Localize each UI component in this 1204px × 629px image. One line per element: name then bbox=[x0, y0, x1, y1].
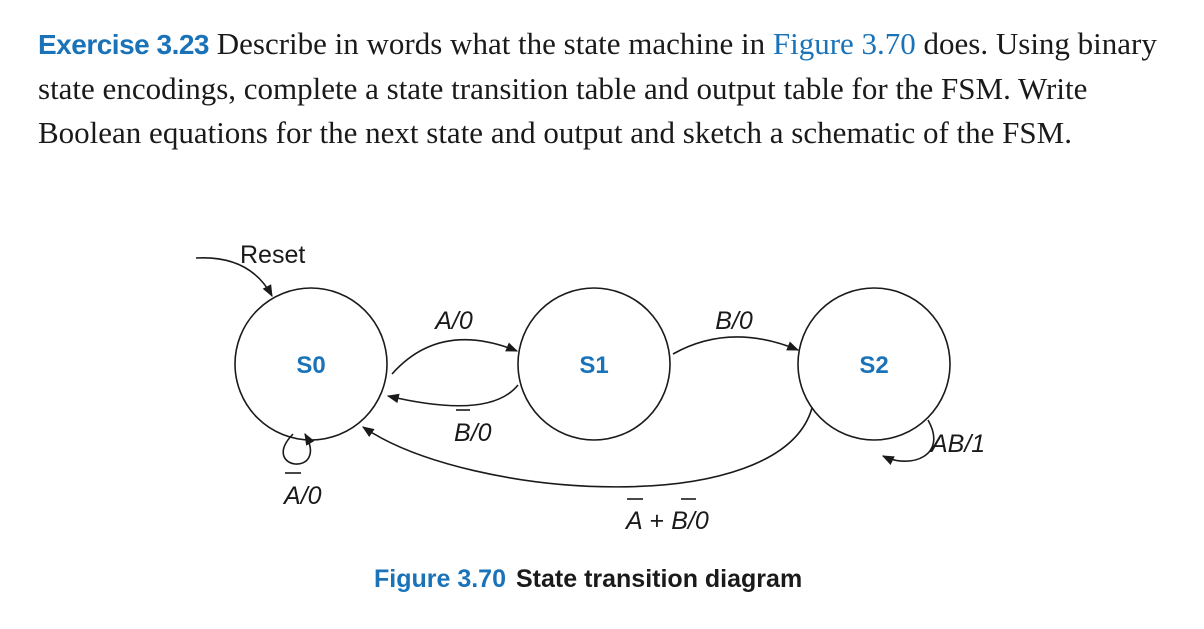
transition-s1-to-s2-label: B/0 bbox=[715, 307, 753, 335]
output-zero: /0 bbox=[469, 419, 492, 447]
exercise-text-part2: does. Using binary state encodings, comp… bbox=[38, 26, 1157, 150]
state-s1-label: S1 bbox=[579, 352, 608, 379]
not-a-variable: A bbox=[624, 507, 643, 535]
transition-s0-to-s1 bbox=[391, 338, 519, 375]
transition-s2-to-s0 bbox=[362, 407, 813, 488]
figure-caption-number: Figure 3.70 bbox=[374, 565, 506, 593]
transition-s1-to-s0-label: B/0 bbox=[454, 419, 492, 447]
transition-s0-to-s1-label: A/0 bbox=[433, 307, 473, 335]
transition-s2-self-loop bbox=[881, 419, 935, 466]
figure-caption: Figure 3.70 State transition diagram bbox=[374, 565, 802, 593]
transition-s0-self-label: A/0 bbox=[282, 482, 322, 510]
not-a-variable: A bbox=[282, 482, 301, 510]
state-s2-circle bbox=[797, 287, 951, 441]
transition-s1-to-s2 bbox=[672, 336, 800, 355]
reset-label: Reset bbox=[240, 241, 305, 269]
transition-s2-to-s0-label: A + B/0 bbox=[624, 507, 709, 535]
not-b-variable: B bbox=[454, 419, 471, 447]
plus-sign: + bbox=[643, 507, 672, 535]
exercise-paragraph: Exercise 3.23 Describe in words what the… bbox=[38, 22, 1168, 155]
state-s0-label: S0 bbox=[296, 352, 325, 379]
state-s2-label: S2 bbox=[859, 352, 888, 379]
output-zero: /0 bbox=[686, 507, 709, 535]
reset-arrow bbox=[195, 257, 273, 298]
transition-s0-self-loop bbox=[282, 432, 315, 465]
exercise-text-part1: Describe in words what the state machine… bbox=[209, 26, 773, 61]
not-b-variable: B bbox=[671, 507, 688, 535]
transition-s1-to-s0 bbox=[386, 384, 519, 407]
state-s1-circle bbox=[517, 287, 671, 441]
exercise-label: Exercise 3.23 bbox=[38, 29, 210, 60]
figure-reference-link[interactable]: Figure 3.70 bbox=[772, 26, 916, 61]
transition-s2-self-label: AB/1 bbox=[929, 430, 985, 458]
output-zero: /0 bbox=[299, 482, 322, 510]
figure-caption-title: State transition diagram bbox=[516, 565, 802, 593]
